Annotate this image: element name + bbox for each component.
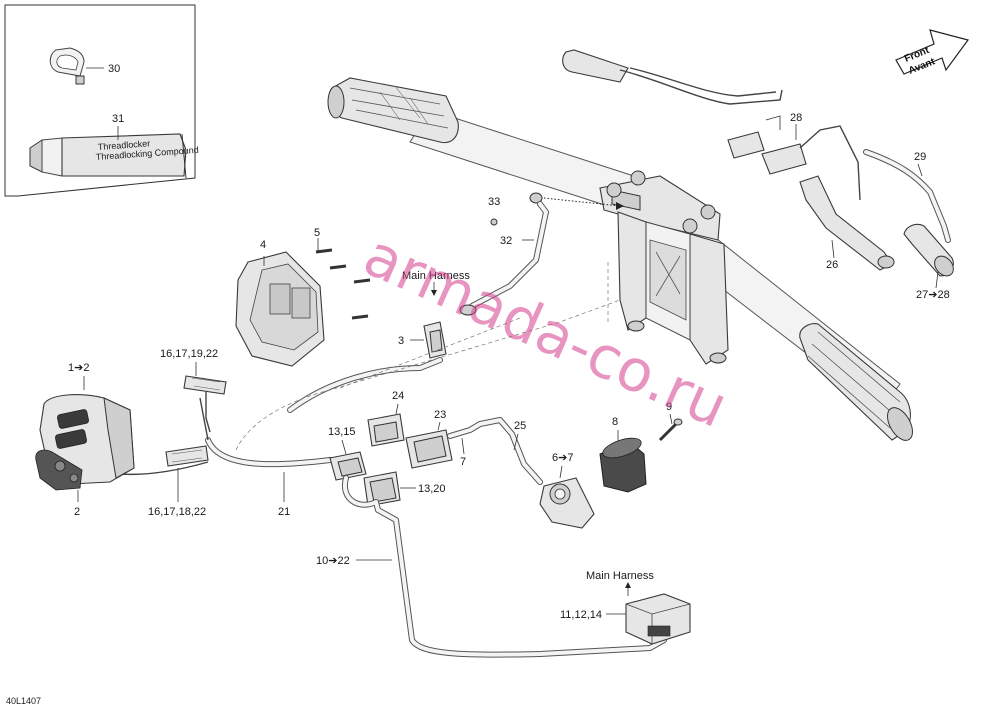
label-3: 3 xyxy=(398,335,404,347)
leader-25 xyxy=(513,433,519,451)
part-4-housing xyxy=(235,251,325,367)
label-31: 31 xyxy=(112,113,124,125)
part-13-connector-a xyxy=(329,451,367,481)
leader-6 xyxy=(559,465,563,479)
part-26-cover xyxy=(799,175,895,271)
label-13-15: 13,15 xyxy=(328,426,356,438)
label-4: 4 xyxy=(260,239,266,251)
main-harness-arrowhead-top xyxy=(431,290,437,296)
label-24: 24 xyxy=(392,390,404,402)
leader-arrowhead xyxy=(616,202,624,210)
part-16-connector-top xyxy=(183,375,227,433)
label-32: 32 xyxy=(500,235,512,247)
main-harness-label-top: Main Harness xyxy=(402,270,470,282)
label-10: 10➔22 xyxy=(316,555,350,567)
label-29: 29 xyxy=(914,151,926,163)
figure-code: 40L1407 xyxy=(6,696,41,706)
part-33-screw xyxy=(490,218,498,226)
main-harness-label-bottom: Main Harness xyxy=(586,570,654,582)
inset-box: 30 Threadlocker Threadlocking Compound 3… xyxy=(4,4,199,197)
part-5-screws xyxy=(315,238,371,320)
label-6: 6➔7 xyxy=(552,452,573,464)
label-5: 5 xyxy=(314,227,320,239)
front-arrow-icon: Front Avant xyxy=(895,29,970,77)
leader-24 xyxy=(395,403,399,415)
label-7: 7 xyxy=(460,456,466,468)
part-31-tube: Threadlocker Threadlocking Compound xyxy=(29,126,199,179)
label-28: 28 xyxy=(790,112,802,124)
leader-23 xyxy=(437,421,441,431)
part-30-clip xyxy=(49,47,104,85)
leader-dotted xyxy=(543,197,621,207)
label-27: 27➔28 xyxy=(916,289,950,301)
label-25: 25 xyxy=(514,420,526,432)
leader-7 xyxy=(461,437,465,455)
handlebar xyxy=(327,49,913,441)
part-8-cap xyxy=(599,437,647,493)
part-9-pin xyxy=(658,418,683,442)
part-6-switch xyxy=(539,477,595,529)
part-1-switch-block xyxy=(35,394,135,491)
label-9: 9 xyxy=(666,401,672,413)
label-21: 21 xyxy=(278,506,290,518)
part-27-grip-sleeve xyxy=(903,223,954,289)
label-33: 33 xyxy=(488,196,500,208)
label-26: 26 xyxy=(826,259,838,271)
part-23-connector xyxy=(405,417,543,485)
part-11-junction-box xyxy=(625,593,691,645)
part-13-connector-b xyxy=(363,471,401,507)
label-1: 1➔2 xyxy=(68,362,89,374)
guide-dashed-1 xyxy=(235,299,621,451)
label-8: 8 xyxy=(612,416,618,428)
part-24-connector xyxy=(367,413,405,447)
label-11: 11,12,14 xyxy=(560,609,602,621)
label-30: 30 xyxy=(108,63,120,75)
part-29-cable xyxy=(863,149,951,243)
part-3-connector xyxy=(410,321,447,359)
label-16-bottom: 16,17,18,22 xyxy=(148,506,206,518)
svg-text:Threadlocker: Threadlocker xyxy=(97,138,150,152)
part-16-connector-bottom xyxy=(165,445,209,467)
leader-13-15 xyxy=(341,439,347,455)
part-32-ground-wire xyxy=(459,192,549,316)
label-2: 2 xyxy=(74,506,80,518)
label-16-top: 16,17,19,22 xyxy=(160,348,218,360)
label-13-20: 13,20 xyxy=(418,483,446,495)
leader-9 xyxy=(669,413,673,425)
part-10-harness xyxy=(341,475,667,658)
label-23: 23 xyxy=(434,409,446,421)
part-21-harness xyxy=(119,357,443,502)
part-28-connectors xyxy=(727,115,861,201)
main-harness-arrowhead-bottom xyxy=(625,582,631,588)
